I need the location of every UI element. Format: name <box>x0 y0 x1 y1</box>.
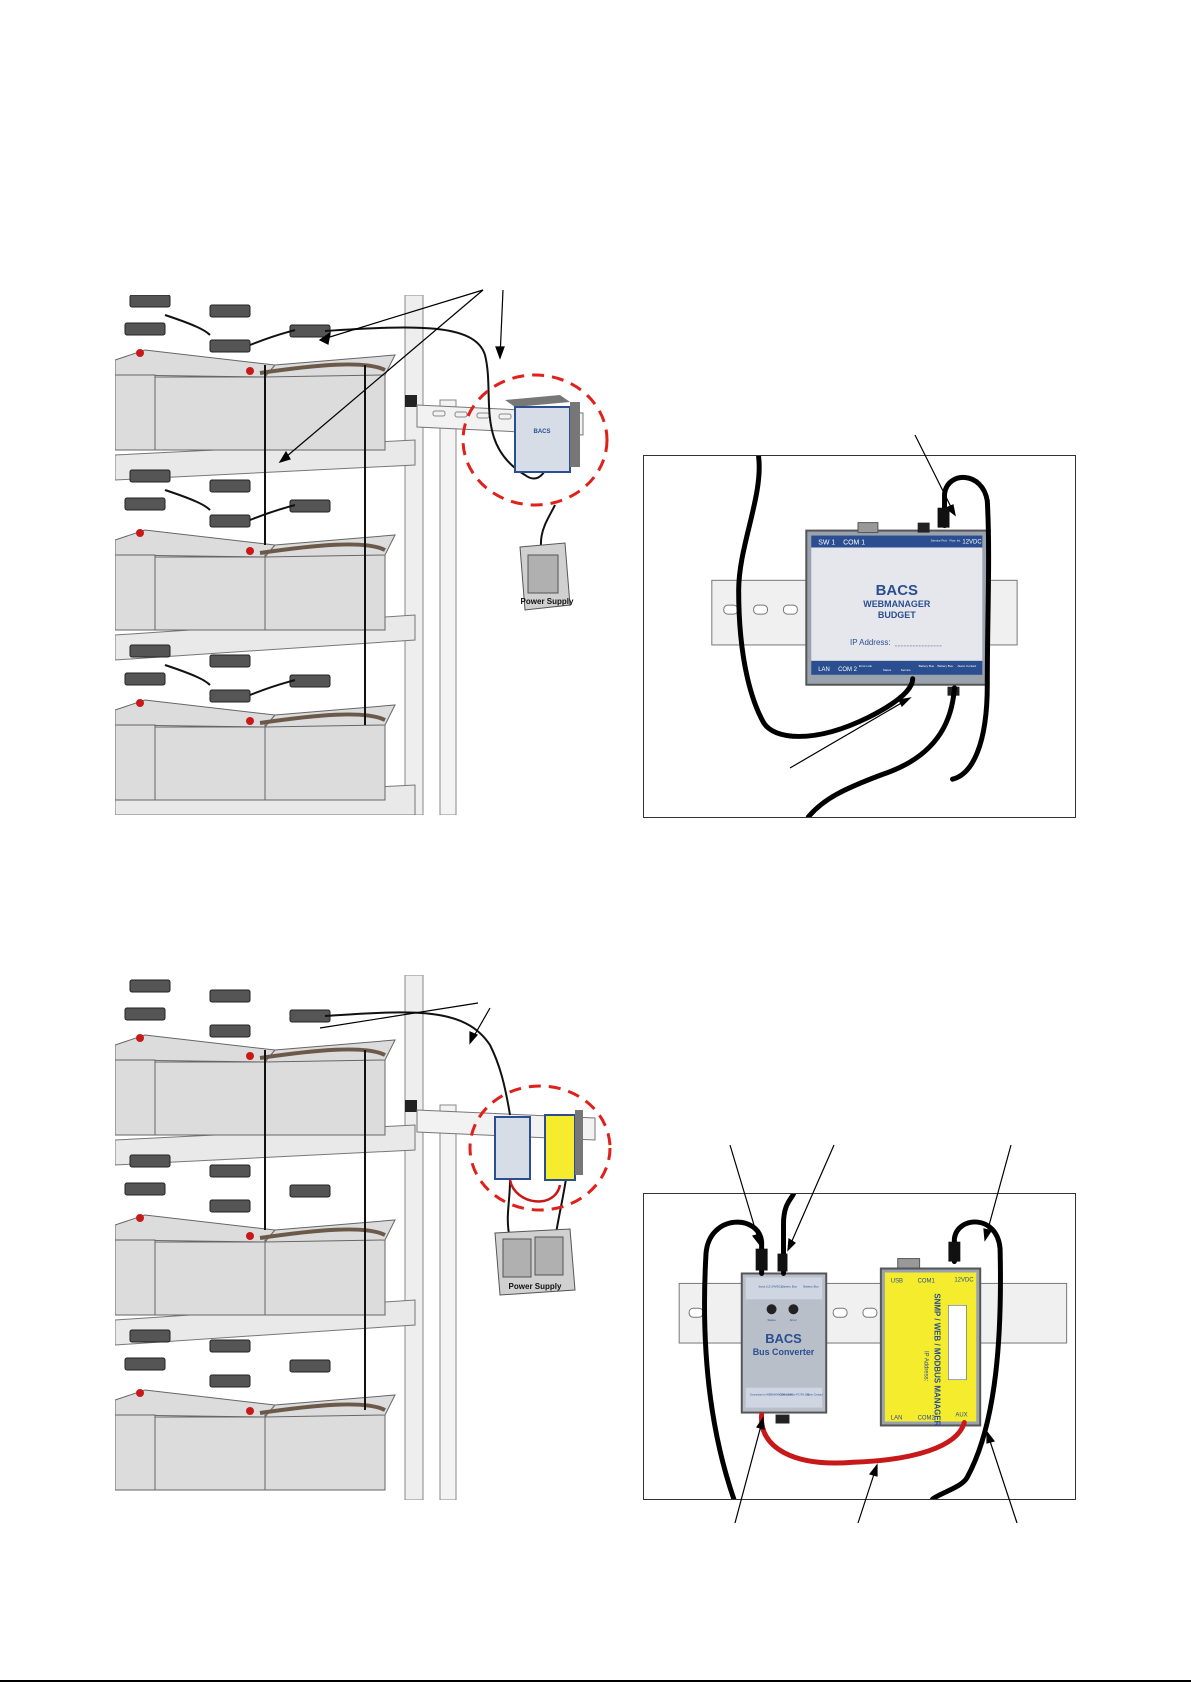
svg-text:Alarm Contact: Alarm Contact <box>806 1393 823 1397</box>
svg-text:COM1: COM1 <box>918 1278 936 1284</box>
svg-text:Connection to PC RS-232: Connection to PC RS-232 <box>780 1393 810 1397</box>
svg-text:LAN: LAN <box>818 667 830 673</box>
svg-text:Battery Bus: Battery Bus <box>919 664 935 668</box>
svg-text:Service Port: Service Port <box>931 539 947 543</box>
svg-text:Pow. Int.: Pow. Int. <box>950 539 962 543</box>
svg-text:Battery Bus: Battery Bus <box>803 1284 819 1288</box>
svg-text:Error Link: Error Link <box>859 664 872 668</box>
svg-text:BACS: BACS <box>876 583 918 599</box>
svg-text:COM2: COM2 <box>918 1416 936 1422</box>
svg-text:Connection to WEBMANAGER COM2: Connection to WEBMANAGER COM2 <box>750 1393 794 1397</box>
svg-text:Battery Bus: Battery Bus <box>938 664 954 668</box>
manager-device: USB COM1 12VDC SNMP / WEB / MODBUS MANAG… <box>879 1258 982 1427</box>
highlight-circle <box>461 373 609 507</box>
svg-text:WEBMANAGER: WEBMANAGER <box>863 599 931 609</box>
bus-converter-device: Input (12-24VDC) Battery Bus Battery Bus… <box>740 1272 828 1424</box>
svg-text:COM 2: COM 2 <box>838 667 858 673</box>
svg-text:Error: Error <box>790 1318 797 1322</box>
highlight-circle <box>468 1084 612 1212</box>
svg-text:IP Address:: IP Address: <box>850 638 890 647</box>
svg-text:COM 1: COM 1 <box>843 540 865 547</box>
bus-converter-manager-detail: Input (12-24VDC) Battery Bus Battery Bus… <box>643 1193 1076 1500</box>
manager-small <box>544 1110 583 1181</box>
svg-text:LAN: LAN <box>891 1416 903 1422</box>
svg-text:12VDC: 12VDC <box>954 1277 974 1283</box>
svg-text:Status: Status <box>767 1318 776 1322</box>
power-supply: Power Supply <box>494 1228 576 1296</box>
svg-text:BACS: BACS <box>533 429 550 435</box>
svg-text:Battery Bus: Battery Bus <box>782 1284 798 1288</box>
svg-text:BACS: BACS <box>765 1331 802 1346</box>
svg-text:12VDC: 12VDC <box>962 540 982 546</box>
power-supply: Power Supply <box>519 542 574 611</box>
svg-text:USB: USB <box>891 1278 903 1284</box>
svg-text:IP Address:: IP Address: <box>923 1351 929 1382</box>
svg-text:SW 1: SW 1 <box>818 540 835 547</box>
svg-text:Input (12-24VDC): Input (12-24VDC) <box>759 1284 782 1288</box>
svg-text:AUX: AUX <box>955 1413 967 1419</box>
svg-text:Status: Status <box>883 668 892 672</box>
svg-text:Alarm Contact: Alarm Contact <box>957 664 976 668</box>
battery-rack-illustration-2: Power Supply <box>115 975 630 1500</box>
svg-text:Bus Converter: Bus Converter <box>753 1347 815 1357</box>
svg-text:SNMP / WEB / MODBUS MANAGER: SNMP / WEB / MODBUS MANAGER <box>933 1293 942 1426</box>
svg-text:Service: Service <box>901 668 911 672</box>
svg-text:Power Supply: Power Supply <box>521 597 574 606</box>
webmanager-small: BACS <box>505 395 580 473</box>
svg-text:BUDGET: BUDGET <box>878 610 916 620</box>
webmanager-detail: SW 1 COM 1 Service Port Pow. Int. 12VDC … <box>643 455 1076 818</box>
bus-converter-small <box>494 1116 531 1180</box>
svg-text:Power Supply: Power Supply <box>509 1282 562 1291</box>
battery-rack-illustration-1: BACS Power Supply <box>115 295 630 815</box>
